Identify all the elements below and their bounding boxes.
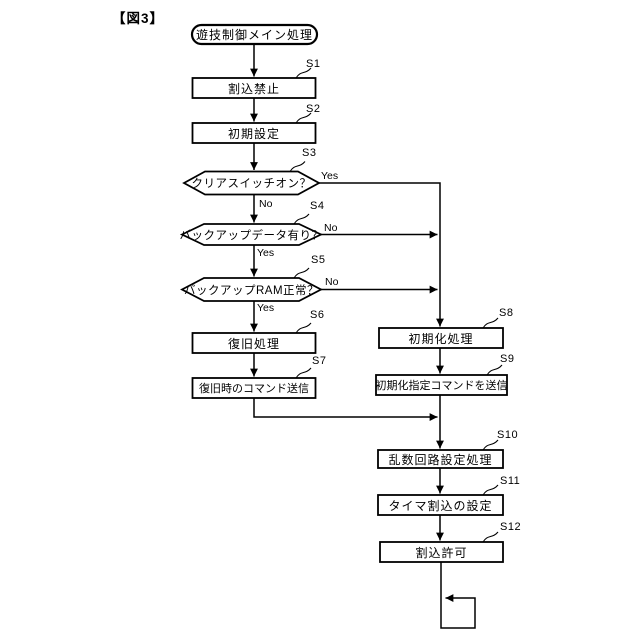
leader-s1: [295, 67, 312, 79]
node-s2-label: 初期設定: [227, 126, 280, 141]
node-s3-decision: [182, 170, 321, 196]
leader-s8: [482, 317, 499, 329]
edge-s12-loop: [440, 562, 476, 629]
start-terminator-label: 遊技制御メイン処理: [195, 28, 313, 42]
step-tag-s4: S4: [310, 200, 325, 212]
figure-title: 【図3】: [112, 11, 165, 26]
step-tag-s5: S5: [311, 254, 326, 266]
connector-edges: [250, 44, 476, 629]
node-s8-label: 初期化処理: [408, 331, 474, 346]
node-s7-box: [191, 377, 317, 399]
leader-s2: [295, 112, 312, 124]
leader-s11: [482, 484, 499, 496]
node-s11-box: [377, 494, 504, 516]
leader-s3: [289, 161, 306, 172]
branch-label-s4-no: No: [324, 222, 338, 234]
step-leader-lines: [289, 67, 503, 543]
node-s10-label: 乱数回路設定処理: [388, 452, 493, 467]
node-s5-decision: [180, 277, 323, 302]
node-s5-label: バックアップRAM正常？: [183, 284, 320, 297]
node-s7-label: 復旧時のコマンド送信: [199, 383, 309, 395]
node-shapes: [179, 23, 508, 563]
step-tag-s6: S6: [310, 309, 325, 321]
step-tag-s8: S8: [499, 307, 514, 319]
branch-label-s3-no: No: [259, 198, 273, 210]
node-s10-box: [377, 449, 504, 469]
node-s4-label: バックアップデータ有り？: [179, 229, 324, 242]
step-tag-s3: S3: [302, 147, 317, 159]
branch-label-s5-no: No: [325, 276, 339, 288]
leader-s9: [486, 364, 503, 376]
node-s11-label: タイマ割込の設定: [388, 498, 493, 513]
node-s8-box: [378, 327, 504, 349]
edge-s3-yes-to-s8: [319, 182, 444, 327]
branch-label-s5-yes: Yes: [257, 302, 275, 314]
leader-s12: [482, 531, 499, 543]
node-s12-box: [379, 541, 504, 563]
step-tag-s1: S1: [306, 58, 321, 70]
leader-s7: [295, 367, 312, 379]
step-tag-s7: S7: [312, 355, 327, 367]
step-tag-s12: S12: [500, 521, 522, 533]
step-tag-s11: S11: [500, 475, 521, 487]
node-s12-label: 割込許可: [415, 545, 468, 560]
leader-s5: [293, 267, 310, 279]
leader-s10: [482, 439, 499, 451]
leader-s4: [293, 213, 310, 225]
branch-label-s4-yes: Yes: [257, 247, 275, 259]
step-tag-s9: S9: [500, 353, 515, 365]
node-s6-label: 復旧処理: [227, 336, 280, 351]
node-s2-box: [191, 122, 317, 144]
node-s9-box: [375, 374, 508, 396]
leader-s6: [295, 322, 312, 334]
branch-label-s3-yes: Yes: [321, 170, 339, 182]
step-tag-s10: S10: [497, 429, 519, 441]
start-terminator-shape: [190, 23, 319, 46]
node-s9-label: 初期化指定コマンドを送信: [375, 380, 508, 392]
node-s1-label: 割込禁止: [227, 81, 280, 96]
node-s4-decision: [179, 223, 324, 246]
node-s1-box: [191, 77, 317, 99]
node-s3-label: クリアスイッチオン？: [191, 178, 312, 190]
edge-s7-merge-to-trunk: [253, 398, 438, 421]
node-s6-box: [191, 332, 317, 354]
step-tag-s2: S2: [306, 103, 321, 115]
